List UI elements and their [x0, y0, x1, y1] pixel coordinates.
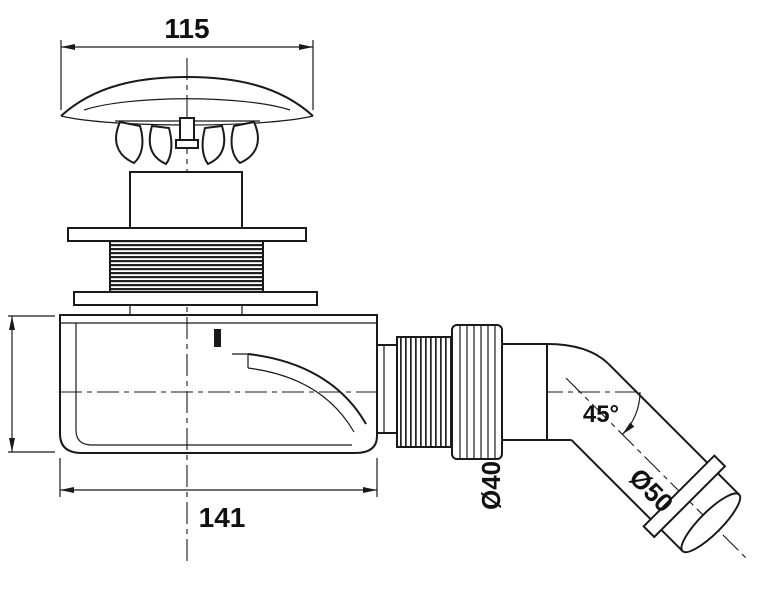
dimension-cap-width: 115: [60, 13, 314, 110]
dimension-body-width: 141: [59, 458, 378, 533]
cap-center-collar: [175, 139, 199, 149]
stem: [129, 171, 243, 229]
nut-ribs: [459, 325, 496, 459]
threaded-barrel: [109, 240, 264, 293]
cap-leg-inner-right: [201, 124, 226, 166]
angle-arc: [621, 391, 641, 435]
pipe-edge-lower: [570, 439, 684, 552]
label-outlet-angle: 45°: [583, 401, 619, 428]
cap-leg-inner-left: [148, 124, 173, 166]
outlet-assembly: [376, 324, 548, 460]
outlet-thread: [396, 336, 453, 448]
body-index-mark: [214, 329, 221, 347]
elbow: [546, 343, 609, 441]
angle-annotation: 45°: [583, 391, 641, 435]
stem-continuation: [129, 305, 243, 315]
cap-dome: [60, 75, 314, 166]
label-body-width: 141: [199, 502, 246, 533]
cap-leg-outer-left: [115, 120, 144, 165]
label-cap-width: 115: [164, 13, 209, 44]
pipe-collar: [642, 454, 727, 539]
upper-flange: [67, 227, 307, 242]
cap-center-post: [179, 117, 195, 141]
scoop-inner: [247, 367, 355, 433]
outlet-flange: [376, 344, 398, 434]
label-inlet-diameter: Ø40: [476, 461, 506, 510]
scoop-outer: [247, 353, 367, 425]
cap-leg-outer-right: [230, 120, 259, 165]
dimension-body-height: [8, 315, 55, 453]
outlet-cylinder: [501, 343, 548, 441]
lower-flange: [73, 291, 318, 306]
trap-body: [59, 314, 378, 454]
